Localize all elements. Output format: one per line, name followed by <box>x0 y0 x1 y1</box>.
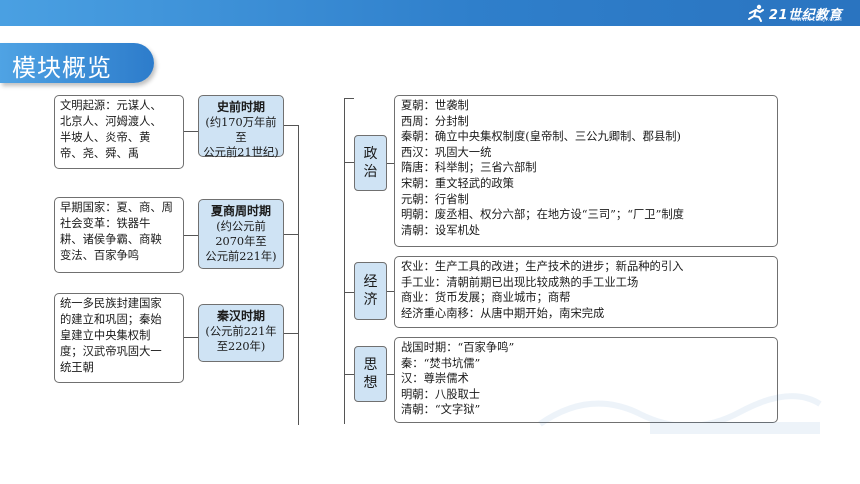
category-politics: 政 治 <box>354 135 387 191</box>
category-char: 政 <box>363 146 378 162</box>
summary-box-xia-shang-zhou: 早期国家：夏、商、周 社会变革：铁器牛 耕、诸侯争霸、商鞅 变法、百家争鸣 <box>54 197 184 273</box>
connector-line <box>284 125 298 126</box>
trunk-line-right <box>344 98 345 424</box>
detail-row: 隋唐：科举制；三省六部制 <box>401 161 537 175</box>
page-title: 模块概览 <box>12 54 112 82</box>
detail-row: 元朝：行省制 <box>401 192 469 206</box>
period-range-line: 公元前21世纪) <box>203 146 279 159</box>
summary-line: 早期国家：夏、商、周 <box>60 201 173 214</box>
period-box-prehistoric: 史前时期 (约170万年前至 公元前21世纪) <box>198 95 284 159</box>
connector-line <box>344 292 354 293</box>
summary-line: 统一多民族封建国家 <box>60 297 162 310</box>
summary-line: 变法、百家争鸣 <box>60 249 140 262</box>
detail-row: 商业：货币发展；商业城市；商帮 <box>401 291 571 305</box>
category-char: 想 <box>363 375 378 391</box>
detail-row: 经济重心南移：从唐中期开始，南宋完成 <box>401 306 605 320</box>
connector-line <box>184 131 198 132</box>
connector-line <box>184 337 198 338</box>
connector-line <box>284 234 298 235</box>
detail-row: 西汉：巩固大一统 <box>401 145 492 159</box>
period-range-line: 2070年至 <box>215 235 267 248</box>
period-box-qin-han: 秦汉时期 (公元前221年 至220年) <box>198 304 284 362</box>
brand-logo-text: 21世纪教育 <box>768 7 842 23</box>
connector-line <box>387 163 394 164</box>
runner-icon <box>747 4 764 22</box>
summary-line: 帝、尧、舜、禹 <box>60 147 140 160</box>
section-title-tab: 模块概览 <box>0 43 154 83</box>
detail-row: 清朝：设军机处 <box>401 223 481 237</box>
detail-row: 清朝：“文字狱” <box>401 403 481 417</box>
detail-box-politics: 夏朝：世袭制 西周：分封制 秦朝：确立中央集权制度(皇帝制、三公九卿制、郡县制)… <box>394 95 778 247</box>
period-title: 秦汉时期 <box>216 309 265 323</box>
category-char: 济 <box>363 292 378 308</box>
detail-row: 宋朝：重文轻武的政策 <box>401 176 514 190</box>
connector-line <box>344 98 354 99</box>
period-range-line: 公元前221年) <box>205 250 277 263</box>
detail-box-thought: 战国时期：“百家争鸣” 秦：“焚书坑儒” 汉：尊崇儒术 明朝：八股取士 清朝：“… <box>394 337 778 423</box>
connector-line <box>184 235 198 236</box>
summary-box-qin-han: 统一多民族封建国家 的建立和巩固；秦始 皇建立中央集权制 度；汉武帝巩固大一 统… <box>54 293 184 383</box>
detail-row: 汉：尊崇儒术 <box>401 372 469 386</box>
top-banner: 21世纪教育 WWW.21CNJY.COM <box>0 0 860 26</box>
summary-line: 的建立和巩固；秦始 <box>60 313 162 326</box>
summary-line: 文明起源：元谋人、 <box>60 99 162 112</box>
period-range-line: (约170万年前至 <box>205 116 277 144</box>
summary-line: 皇建立中央集权制 <box>60 329 151 342</box>
summary-line: 社会变革：铁器牛 <box>60 217 151 230</box>
period-box-xia-shang-zhou: 夏商周时期 (约公元前 2070年至 公元前221年) <box>198 199 284 269</box>
detail-box-economy: 农业：生产工具的改进；生产技术的进步；新品种的引入 手工业：清朝前期已出现比较成… <box>394 256 778 328</box>
summary-line: 度；汉武帝巩固大一 <box>60 345 162 358</box>
detail-row: 农业：生产工具的改进；生产技术的进步；新品种的引入 <box>401 260 684 273</box>
detail-row: 秦朝：确立中央集权制度(皇帝制、三公九卿制、郡县制) <box>401 130 681 144</box>
brand-logo: 21世纪教育 <box>746 3 842 23</box>
detail-row: 西周：分封制 <box>401 114 469 128</box>
summary-line: 统王朝 <box>60 361 94 374</box>
connector-line <box>387 291 394 292</box>
detail-row: 战国时期：“百家争鸣” <box>401 341 515 354</box>
trunk-line-left <box>298 125 299 425</box>
summary-line: 北京人、河姆渡人、 <box>60 115 162 128</box>
category-char: 思 <box>363 357 378 373</box>
connector-line <box>344 374 354 375</box>
detail-row: 手工业：清朝前期已出现比较成熟的手工业工场 <box>401 275 639 289</box>
watermark-icon <box>538 393 822 434</box>
connector-line <box>344 162 354 163</box>
category-char: 经 <box>363 274 378 290</box>
brand-url: WWW.21CNJY.COM <box>791 17 842 23</box>
detail-row: 秦：“焚书坑儒” <box>401 356 481 370</box>
category-char: 治 <box>363 164 378 180</box>
detail-row: 明朝：废丞相、权分六部；在地方设“三司”；“厂卫”制度 <box>401 208 684 222</box>
period-title: 史前时期 <box>216 100 265 114</box>
period-range-line: (公元前221年 <box>205 325 277 338</box>
period-range-line: 至220年) <box>216 340 266 353</box>
category-economy: 经 济 <box>354 262 387 320</box>
detail-row: 明朝：八股取士 <box>401 387 481 401</box>
connector-line <box>387 374 394 375</box>
connector-line <box>284 333 298 334</box>
detail-row: 夏朝：世袭制 <box>401 99 469 112</box>
summary-box-prehistoric: 文明起源：元谋人、 北京人、河姆渡人、 半坡人、炎帝、黄 帝、尧、舜、禹 <box>54 95 184 169</box>
category-thought: 思 想 <box>354 346 387 402</box>
summary-line: 半坡人、炎帝、黄 <box>60 131 151 144</box>
period-range-line: (约公元前 <box>216 220 266 233</box>
summary-line: 耕、诸侯争霸、商鞅 <box>60 233 162 246</box>
period-title: 夏商周时期 <box>210 204 271 218</box>
